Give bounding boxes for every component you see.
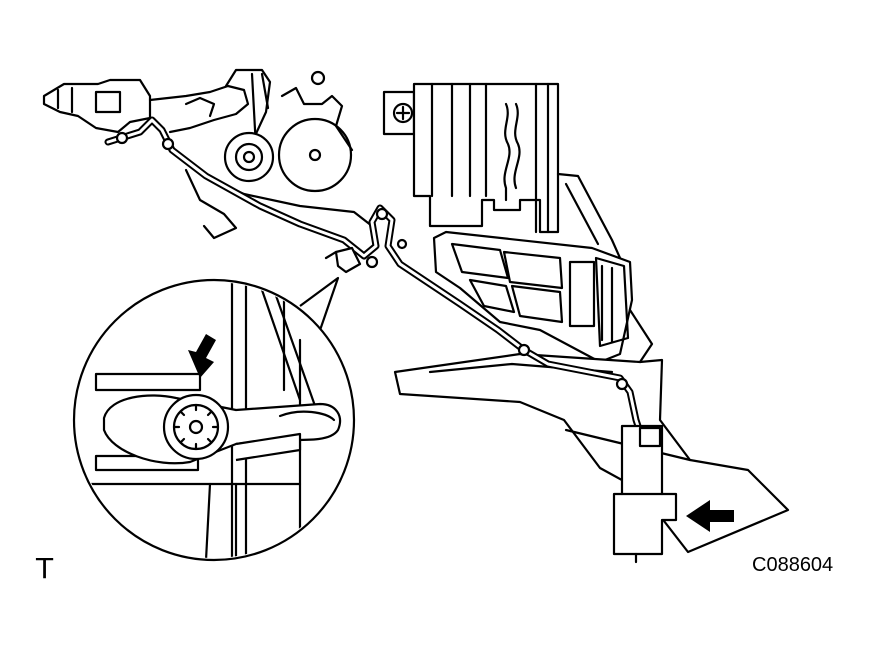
upper-right-unit [382, 82, 622, 260]
figure-code: C088604 [752, 554, 834, 576]
arrow-down-icon [188, 334, 216, 378]
sensor-connector [612, 424, 678, 564]
view-tag: T [36, 552, 54, 585]
wire-harness [104, 116, 644, 436]
control-box [432, 230, 634, 364]
arrow-right-icon [686, 500, 734, 532]
upper-left-mechanism [42, 68, 374, 240]
detail-callout [72, 276, 356, 562]
